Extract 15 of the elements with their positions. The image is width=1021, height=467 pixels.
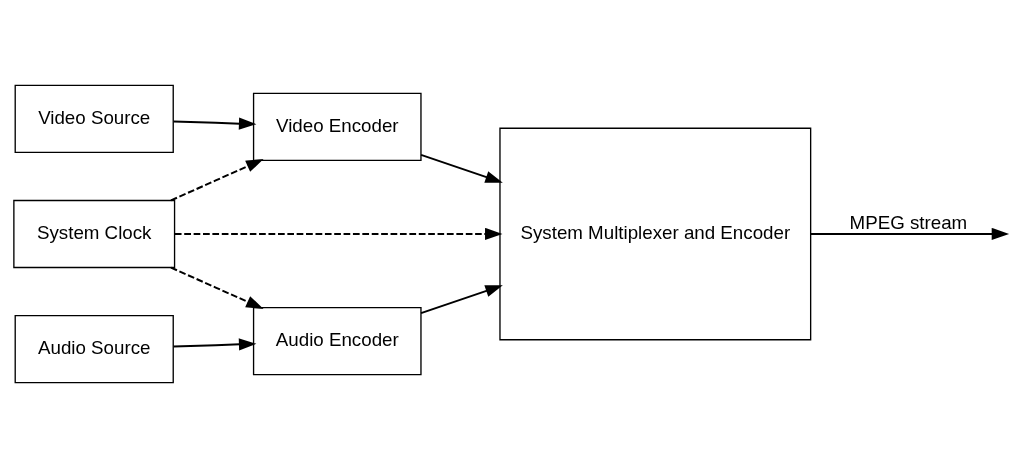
- arrow: [170, 266, 264, 309]
- node-box: Audio Encoder: [252, 306, 422, 375]
- arrow: [173, 337, 257, 350]
- arrow: [170, 158, 264, 201]
- node-box: Video Encoder: [252, 92, 422, 161]
- node-box: System Clock: [13, 199, 176, 268]
- node-box: Video Source: [14, 84, 174, 153]
- node-box: System Multiplexer and Encoder: [499, 127, 812, 340]
- node-box: Audio Source: [14, 314, 174, 383]
- arrow: [173, 117, 257, 130]
- arrow: [810, 227, 1010, 240]
- edge-label: MPEG stream: [849, 211, 968, 233]
- arrow: [420, 284, 503, 314]
- arrow: [420, 153, 503, 183]
- arrow: [174, 227, 503, 240]
